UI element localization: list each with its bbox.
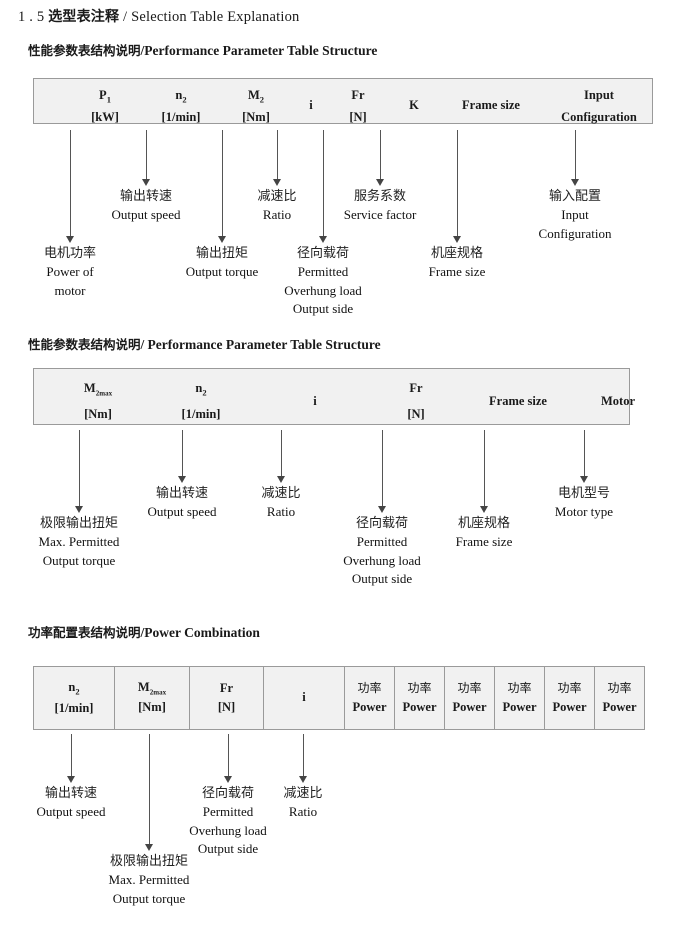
callout-power-of-motor: 电机功率 Power of motor bbox=[43, 246, 97, 298]
callout-output-torque: 输出扭矩 Output torque bbox=[185, 246, 259, 280]
arrow-head-motor-type bbox=[580, 476, 588, 483]
arrow-head-output-speed-2 bbox=[178, 476, 186, 483]
arrow-line-output-torque bbox=[222, 130, 223, 240]
section-1-heading-en: Performance Parameter Table Structure bbox=[144, 43, 378, 58]
arrow-head-output-speed bbox=[142, 179, 150, 186]
arrow-line-ratio-3 bbox=[303, 734, 304, 780]
section-2-heading: 性能参数表结构说明/ Performance Parameter Table S… bbox=[28, 334, 381, 353]
table2-col-fr: Fr [N] bbox=[407, 381, 425, 421]
arrow-line-frame-size-2 bbox=[484, 430, 485, 510]
page-title-en: Selection Table Explanation bbox=[131, 9, 300, 25]
table3-col-i: i bbox=[263, 667, 344, 729]
callout-frame-size-2: 机座规格 Frame size bbox=[455, 516, 513, 550]
arrow-head-output-torque bbox=[218, 236, 226, 243]
arrow-head-overhung-load-2 bbox=[378, 506, 386, 513]
callout-ratio: 减速比 Ratio bbox=[257, 189, 297, 223]
arrow-line-ratio bbox=[277, 130, 278, 183]
arrow-line-max-output-torque-3 bbox=[149, 734, 150, 848]
arrow-head-service-factor bbox=[376, 179, 384, 186]
table3-col-power-5: 功率 Power bbox=[544, 667, 594, 729]
table3-col-n2: n2 [1/min] bbox=[54, 679, 94, 715]
table1-col-fr: Fr [N] bbox=[349, 88, 367, 124]
table3-col-m2max: M2max [Nm] bbox=[114, 667, 189, 729]
table3-col-power-4: 功率 Power bbox=[494, 667, 544, 729]
callout-max-output-torque-2: 极限输出扭矩 Max. Permitted Output torque bbox=[38, 516, 120, 568]
arrow-head-ratio bbox=[273, 179, 281, 186]
table1-col-m2: M2 [Nm] bbox=[242, 88, 270, 125]
page-title: 1 . 5 选型表注释 / Selection Table Explanatio… bbox=[18, 6, 300, 26]
arrow-line-output-speed bbox=[146, 130, 147, 183]
callout-overhung-load-3: 径向载荷 Permitted Overhung load Output side bbox=[189, 786, 267, 857]
section-3-heading: 功率配置表结构说明/Power Combination bbox=[28, 622, 260, 641]
callout-input-configuration: 输入配置 Input Configuration bbox=[538, 189, 612, 241]
arrow-head-overhung-load bbox=[319, 236, 327, 243]
arrow-head-ratio-3 bbox=[299, 776, 307, 783]
table1-col-input-configuration: Input Configuration bbox=[561, 88, 637, 124]
arrow-line-input-configuration bbox=[575, 130, 576, 183]
table1-col-k: K bbox=[409, 98, 419, 112]
table3-col-fr: Fr [N] bbox=[189, 667, 263, 729]
callout-output-speed-3: 输出转速 Output speed bbox=[36, 786, 106, 820]
table3-col-power-2: 功率 Power bbox=[394, 667, 444, 729]
table2-col-frame-size: Frame size bbox=[489, 394, 547, 408]
arrow-head-ratio-2 bbox=[277, 476, 285, 483]
section-2-heading-sep: / bbox=[140, 337, 145, 352]
page-title-separator: / bbox=[123, 9, 128, 25]
table1-col-p1: P1 [kW] bbox=[91, 88, 119, 125]
arrow-head-frame-size-2 bbox=[480, 506, 488, 513]
table3-col-power-1: 功率 Power bbox=[344, 667, 394, 729]
section-1-heading: 性能参数表结构说明/Performance Parameter Table St… bbox=[28, 40, 377, 59]
section-1-heading-sep: / bbox=[140, 43, 145, 58]
table3-col-power-6: 功率 Power bbox=[594, 667, 644, 729]
table1-col-i: i bbox=[309, 98, 313, 112]
callout-overhung-load: 径向载荷 Permitted Overhung load Output side bbox=[284, 246, 362, 317]
callout-ratio-3: 减速比 Ratio bbox=[283, 786, 323, 820]
table2-col-n2: n2 [1/min] bbox=[181, 381, 221, 422]
page-title-number: 1 . 5 bbox=[18, 9, 45, 25]
callout-output-speed: 输出转速 Output speed bbox=[111, 189, 181, 223]
table2-col-m2max: M2max [Nm] bbox=[83, 381, 113, 421]
arrow-line-max-output-torque-2 bbox=[79, 430, 80, 510]
section-2-heading-cn: 性能参数表结构说明 bbox=[28, 337, 141, 352]
table1-col-n2: n2 [1/min] bbox=[161, 88, 201, 125]
arrow-head-max-output-torque-3 bbox=[145, 844, 153, 851]
arrow-line-power-of-motor bbox=[70, 130, 71, 240]
callout-service-factor: 服务系数 Service factor bbox=[343, 189, 417, 223]
arrow-line-output-speed-3 bbox=[71, 734, 72, 780]
table1-col-frame-size: Frame size bbox=[462, 98, 520, 112]
section-3-heading-cn: 功率配置表结构说明 bbox=[28, 625, 141, 640]
section-2-table: M2max [Nm] n2 [1/min] i Fr [N] Frame siz… bbox=[33, 368, 635, 425]
arrow-line-overhung-load-2 bbox=[382, 430, 383, 510]
arrow-head-input-configuration bbox=[571, 179, 579, 186]
arrow-line-service-factor bbox=[380, 130, 381, 183]
callout-max-output-torque-3: 极限输出扭矩 Max. Permitted Output torque bbox=[108, 854, 190, 906]
section-1-table: P1 [kW] n2 [1/min] M2 [Nm] i Fr [N] K Fr… bbox=[33, 78, 653, 124]
callout-motor-type: 电机型号 Motor type bbox=[554, 486, 614, 520]
section-3-heading-sep: / bbox=[140, 625, 145, 640]
callout-overhung-load-2: 径向载荷 Permitted Overhung load Output side bbox=[343, 516, 421, 587]
callout-ratio-2: 减速比 Ratio bbox=[261, 486, 301, 520]
section-1-heading-cn: 性能参数表结构说明 bbox=[28, 43, 141, 58]
section-3-table: n2 [1/min] M2max [Nm] Fr [N] i 功率 Power … bbox=[33, 666, 645, 730]
arrow-head-power-of-motor bbox=[66, 236, 74, 243]
arrow-line-ratio-2 bbox=[281, 430, 282, 480]
callout-output-speed-2: 输出转速 Output speed bbox=[147, 486, 217, 520]
table2-col-i: i bbox=[313, 394, 317, 408]
section-3-heading-en: Power Combination bbox=[144, 625, 260, 640]
section-2-heading-en: Performance Parameter Table Structure bbox=[147, 337, 381, 352]
arrow-line-frame-size bbox=[457, 130, 458, 240]
arrow-line-output-speed-2 bbox=[182, 430, 183, 480]
arrow-head-overhung-load-3 bbox=[224, 776, 232, 783]
callout-frame-size: 机座规格 Frame size bbox=[428, 246, 486, 280]
arrow-line-motor-type bbox=[584, 430, 585, 480]
arrow-head-max-output-torque-2 bbox=[75, 506, 83, 513]
page-title-cn: 选型表注释 bbox=[48, 9, 120, 25]
arrow-line-overhung-load bbox=[323, 130, 324, 240]
arrow-line-overhung-load-3 bbox=[228, 734, 229, 780]
table3-col-power-3: 功率 Power bbox=[444, 667, 494, 729]
arrow-head-output-speed-3 bbox=[67, 776, 75, 783]
arrow-head-frame-size bbox=[453, 236, 461, 243]
table2-col-motor: Motor bbox=[600, 394, 636, 408]
